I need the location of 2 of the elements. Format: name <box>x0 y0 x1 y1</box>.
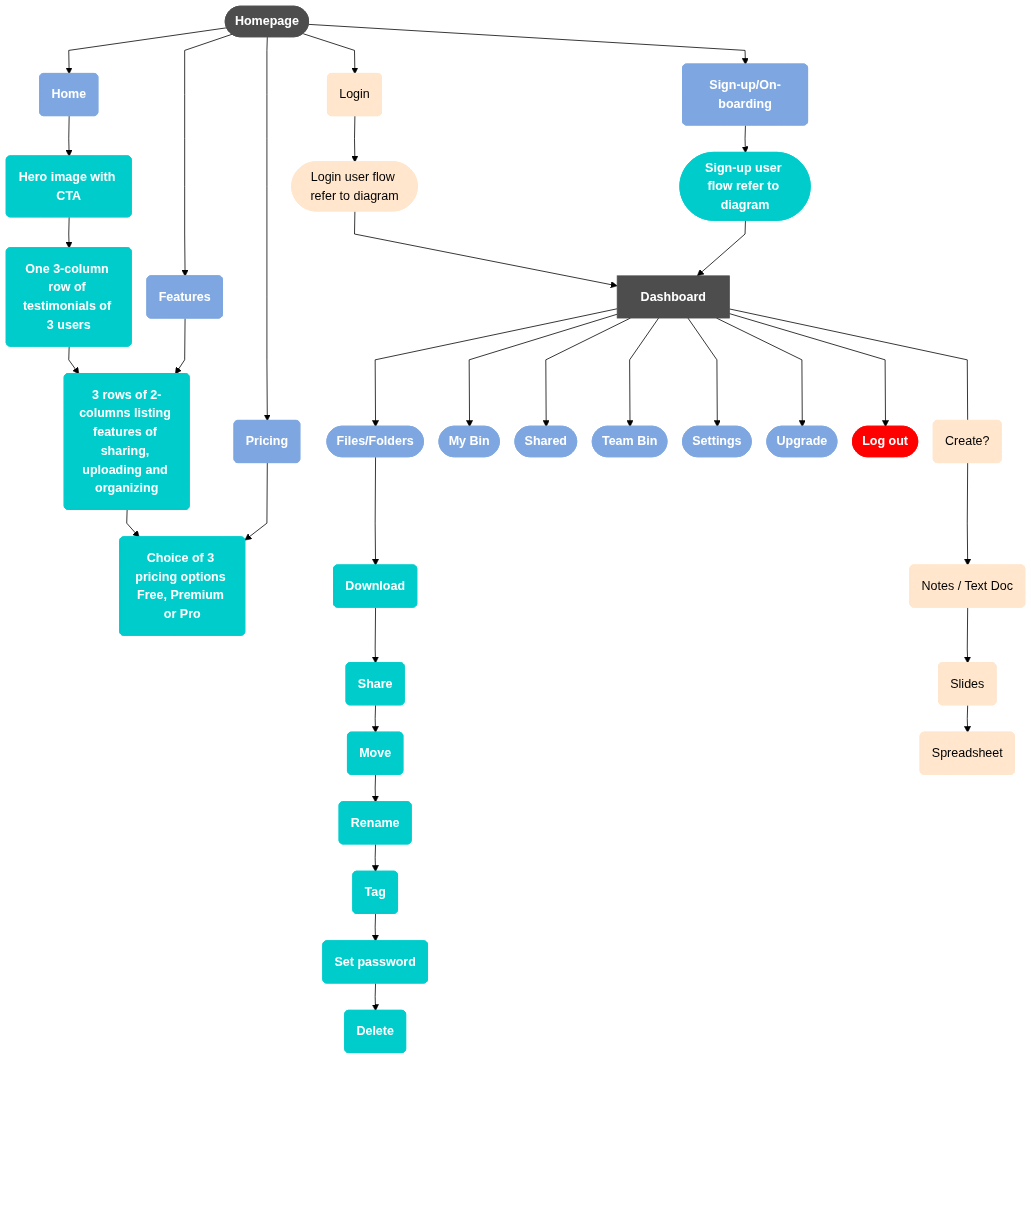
node-box: Dashboard <box>616 275 730 319</box>
connector <box>729 308 969 422</box>
